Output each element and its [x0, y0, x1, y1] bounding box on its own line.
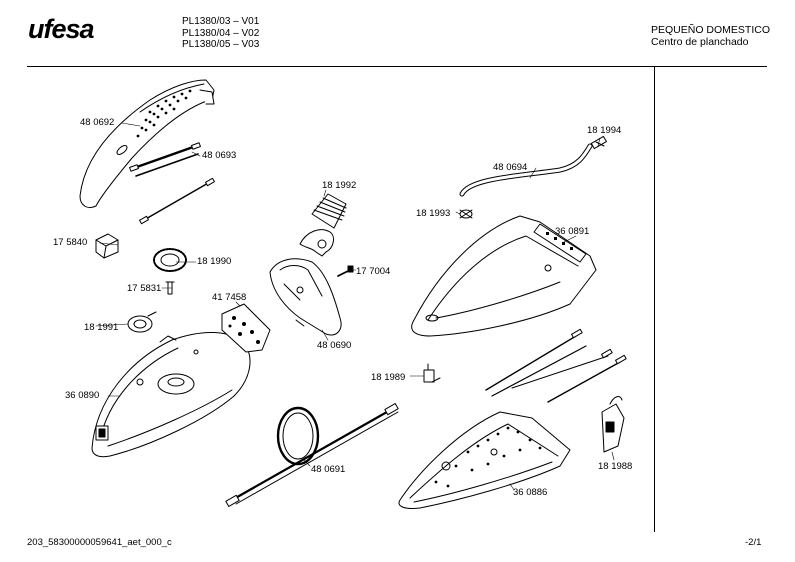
- part-label-181989: 18 1989: [371, 372, 406, 383]
- part-screw: [338, 266, 353, 276]
- part-iron-housing: [92, 332, 250, 456]
- header-divider: [27, 66, 767, 67]
- part-steam-hose: [462, 146, 590, 194]
- part-label-181990: 18 1990: [197, 256, 232, 267]
- category-title: PEQUEÑO DOMESTICO: [651, 24, 771, 36]
- part-dial: [154, 249, 186, 271]
- part-label-480691: 48 0691: [311, 464, 346, 475]
- model-line-3: PL1380/05 – V03: [182, 39, 260, 50]
- part-label-480693: 48 0693: [202, 150, 237, 161]
- model-line-1: PL1380/03 – V01: [182, 16, 260, 27]
- part-label-175831: 17 5831: [127, 283, 162, 294]
- part-hose-clip: [460, 210, 472, 218]
- document-code: 203_58300000059641_aet_000_c: [27, 537, 172, 548]
- part-wire-set: [130, 143, 215, 224]
- part-micro-switch: [96, 234, 118, 258]
- part-corrugated-sleeve: [300, 194, 346, 256]
- part-label-417458: 41 7458: [212, 292, 247, 303]
- page-number: -2/1: [745, 537, 762, 548]
- part-knob-ring: [128, 312, 156, 332]
- part-label-360890: 36 0890: [65, 390, 100, 401]
- product-category: PEQUEÑO DOMESTICO Centro de planchado: [651, 24, 771, 48]
- part-label-360886: 36 0886: [513, 487, 548, 498]
- model-line-2: PL1380/04 – V02: [182, 27, 260, 39]
- part-label-181988: 18 1988: [598, 461, 633, 472]
- part-label-480692: 48 0692: [80, 117, 115, 128]
- part-label-181992: 18 1992: [322, 180, 357, 191]
- part-label-181994: 18 1994: [587, 125, 622, 136]
- category-subtitle: Centro de planchado: [651, 35, 749, 48]
- part-label-480694: 48 0694: [493, 162, 528, 173]
- part-label-175840: 17 5840: [53, 237, 88, 248]
- leader-lines: [96, 138, 614, 490]
- part-internal-wires: [486, 329, 626, 402]
- part-label-480690: 48 0690: [317, 340, 352, 351]
- side-divider: [654, 66, 655, 532]
- part-top-shell: [412, 216, 596, 336]
- model-list: PL1380/03 – V01 PL1380/04 – V02 PL1380/0…: [182, 16, 259, 51]
- part-soleplate: [399, 412, 570, 509]
- part-thermostat: [602, 397, 624, 452]
- part-label-181991: 18 1991: [84, 322, 119, 333]
- part-thermal-fuse: [424, 364, 440, 382]
- brand-logo: ufesa: [28, 14, 95, 44]
- part-rear-cover: [270, 259, 341, 335]
- part-handle: [80, 80, 214, 208]
- part-label-360891: 36 0891: [555, 226, 590, 237]
- part-label-177004: 17 7004: [356, 266, 391, 277]
- part-power-cord: [226, 404, 398, 507]
- part-label-181993: 18 1993: [416, 208, 451, 219]
- part-control-board: [222, 304, 270, 352]
